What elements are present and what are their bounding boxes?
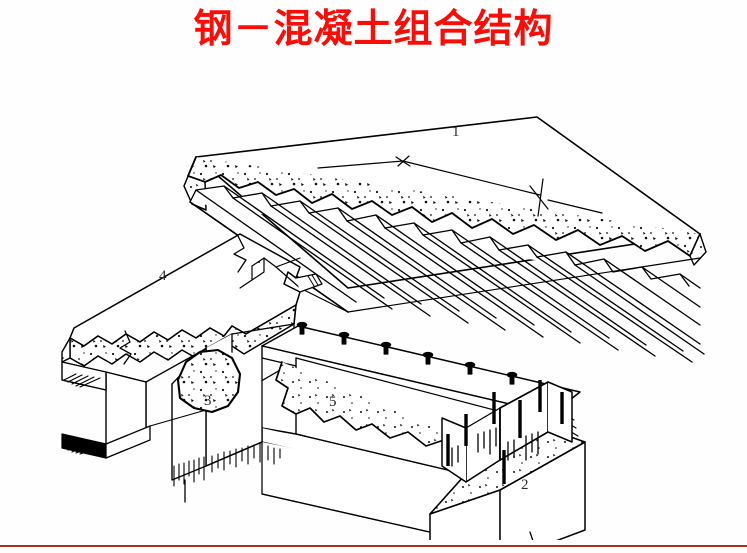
callout-leader-1 (317, 155, 603, 217)
callout-label-1: 1 (452, 124, 460, 140)
encased-column-3 (171, 347, 242, 503)
footer-divider-rule (0, 545, 747, 547)
composite-structure-drawing-svg (61, 116, 707, 540)
callout-label-5: 5 (329, 394, 337, 410)
callout-label-4: 4 (159, 268, 167, 284)
callout-label-3: 3 (204, 393, 212, 409)
figure-illustration: 1 2 3 4 5 (0, 62, 747, 540)
callout-label-2: 2 (521, 477, 529, 493)
composite-floor-slab (183, 116, 707, 363)
page-title: 钢－混凝土组合结构 (193, 7, 554, 52)
encased-composite-column-2 (429, 380, 586, 540)
deck-beam-connection-detail (233, 235, 349, 313)
